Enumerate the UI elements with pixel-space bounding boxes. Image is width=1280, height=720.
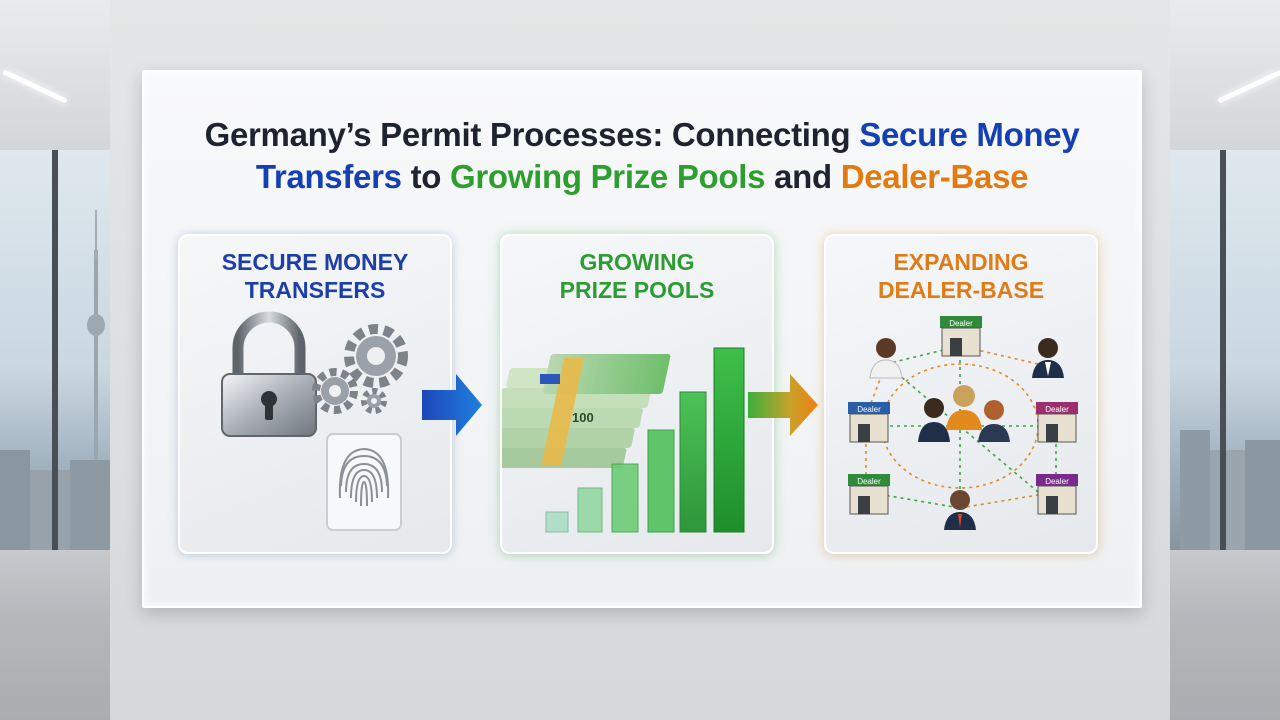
display-board: Germany’s Permit Processes: Connecting S… [142, 70, 1142, 608]
dealer-store-icon: Dealer [848, 402, 890, 442]
window-left [0, 150, 110, 550]
people-group-icon [918, 385, 1010, 442]
dealer-network-illustration: Dealer Dealer [826, 236, 1096, 552]
person-icon [1032, 338, 1064, 378]
headline: Germany’s Permit Processes: Connecting S… [144, 114, 1140, 198]
dealer-sign-text: Dealer [857, 405, 881, 414]
person-icon [870, 338, 902, 378]
prize-pool-illustration: 100 [502, 236, 772, 552]
headline-part-3: Transfers [256, 158, 402, 195]
headline-part-1: Germany’s Permit Processes: Connecting [205, 116, 860, 153]
dealer-sign-text: Dealer [857, 477, 881, 486]
dealer-store-icon: Dealer [848, 474, 890, 514]
headline-part-6: and [765, 158, 841, 195]
dealer-sign-text: Dealer [1045, 477, 1069, 486]
banknote-denomination: 100 [572, 410, 594, 425]
arrow-right-icon [422, 374, 482, 436]
headline-part-4: to [402, 158, 450, 195]
headline-part-7: Dealer-Base [841, 158, 1028, 195]
panel-secure-money-transfers: Secure Money Transfers [178, 234, 452, 554]
headline-part-5: Growing Prize Pools [450, 158, 765, 195]
panel-growing-prize-pools: Growing Prize Pools 100 [500, 234, 774, 554]
panel-expanding-dealer-base: Expanding Dealer-Base [824, 234, 1098, 554]
person-icon [944, 490, 976, 530]
window-right [1170, 150, 1280, 550]
dealer-sign-text: Dealer [1045, 405, 1069, 414]
banknote-stack-icon: 100 [502, 354, 671, 468]
headline-part-2: Secure Money [859, 116, 1079, 153]
dealer-sign-text: Dealer [949, 319, 973, 328]
dealer-store-icon: Dealer [1036, 474, 1078, 514]
dealer-store-icon: Dealer [940, 316, 982, 356]
fingerprint-icon [327, 434, 401, 530]
padlock-icon [222, 317, 316, 436]
security-illustration [180, 236, 450, 552]
arrow-right-gradient-icon [748, 374, 818, 436]
gears-icon [316, 329, 403, 411]
dealer-store-icon: Dealer [1036, 402, 1078, 442]
